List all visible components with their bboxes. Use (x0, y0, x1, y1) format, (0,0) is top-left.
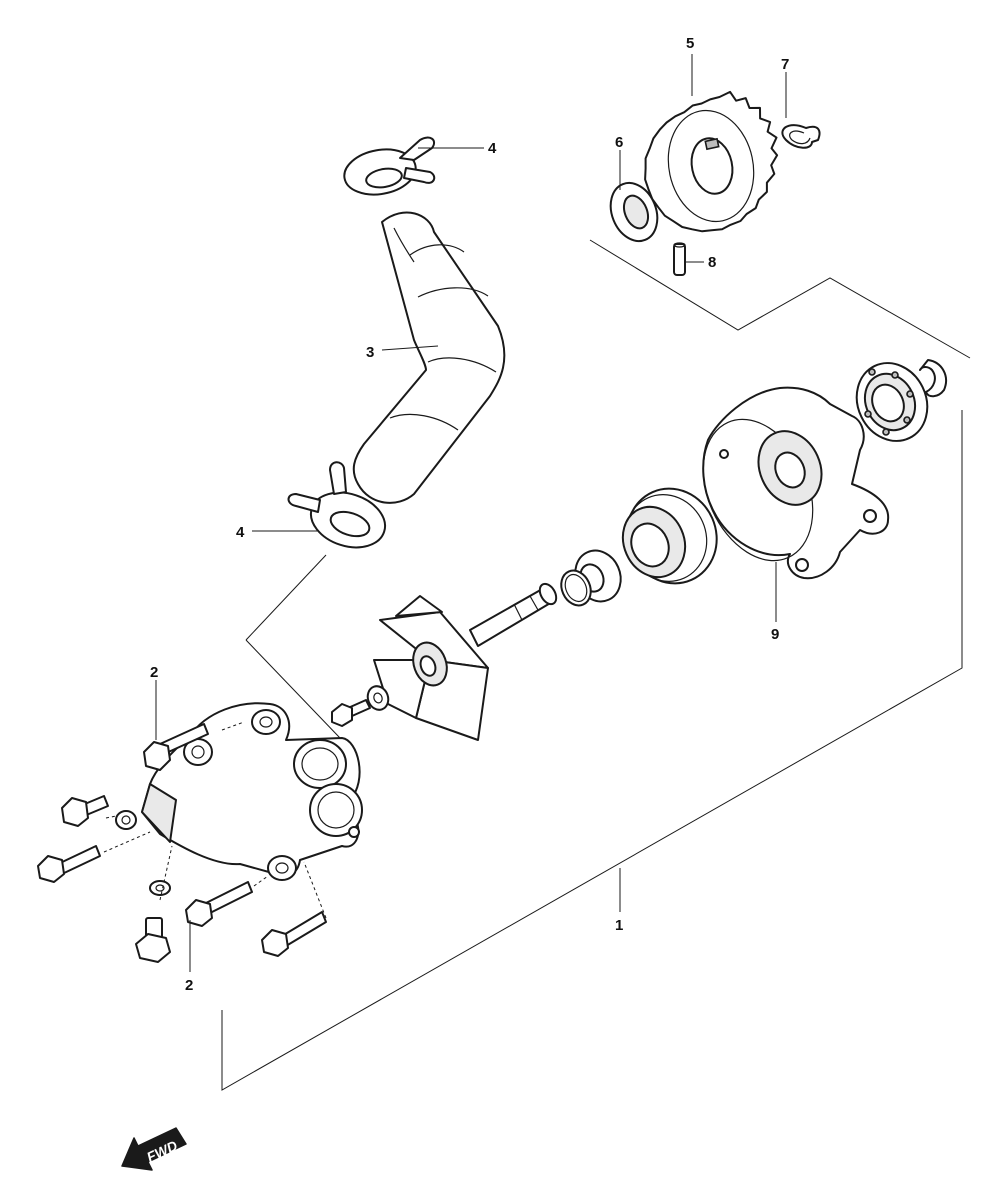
dowel-pin (673, 242, 686, 276)
impeller (373, 595, 489, 741)
callout-8: 8 (708, 254, 716, 271)
cover-bolt-bottom-middle (185, 881, 253, 927)
impeller-shaft (469, 582, 558, 647)
pump-case (702, 386, 890, 580)
hose-clamp-lower (287, 461, 387, 549)
alignment-guides (103, 721, 327, 919)
callouts: 1 2 2 3 4 4 5 6 7 8 9 (150, 35, 789, 994)
circlip (781, 124, 821, 149)
cover-bolt-left-upper (61, 795, 109, 827)
thrust-washer (609, 181, 659, 243)
callout-4-top: 4 (488, 140, 497, 157)
callout-2-top: 2 (150, 664, 158, 681)
mechanical-seal (621, 487, 718, 585)
callout-6: 6 (615, 134, 623, 151)
water-hose (352, 211, 506, 504)
pump-cover (141, 702, 363, 881)
callout-2-bottom: 2 (185, 977, 193, 994)
callout-1: 1 (615, 917, 623, 934)
impeller-bolt (331, 699, 371, 727)
drive-gear (644, 90, 779, 233)
callout-3: 3 (366, 344, 374, 361)
fwd-arrow-icon: FWD (121, 1127, 187, 1171)
cover-bolt-top (143, 723, 209, 771)
impeller-washer (366, 685, 390, 711)
sealing-washers (115, 810, 171, 896)
callout-5: 5 (686, 35, 694, 52)
cover-bolt-left-lower (37, 845, 101, 883)
callout-4-bottom: 4 (236, 524, 245, 541)
callout-7: 7 (781, 56, 789, 73)
o-ring-small (560, 569, 592, 607)
cover-bolt-bottom-right (261, 911, 327, 957)
callout-9: 9 (771, 626, 779, 643)
drain-bolt (135, 917, 171, 963)
assembly-bracket-lines (221, 239, 971, 1091)
bearing-snap-ring (919, 359, 947, 398)
ball-bearing (855, 362, 929, 442)
hose-clamp-upper (343, 136, 436, 196)
callout-leaders (155, 54, 787, 972)
